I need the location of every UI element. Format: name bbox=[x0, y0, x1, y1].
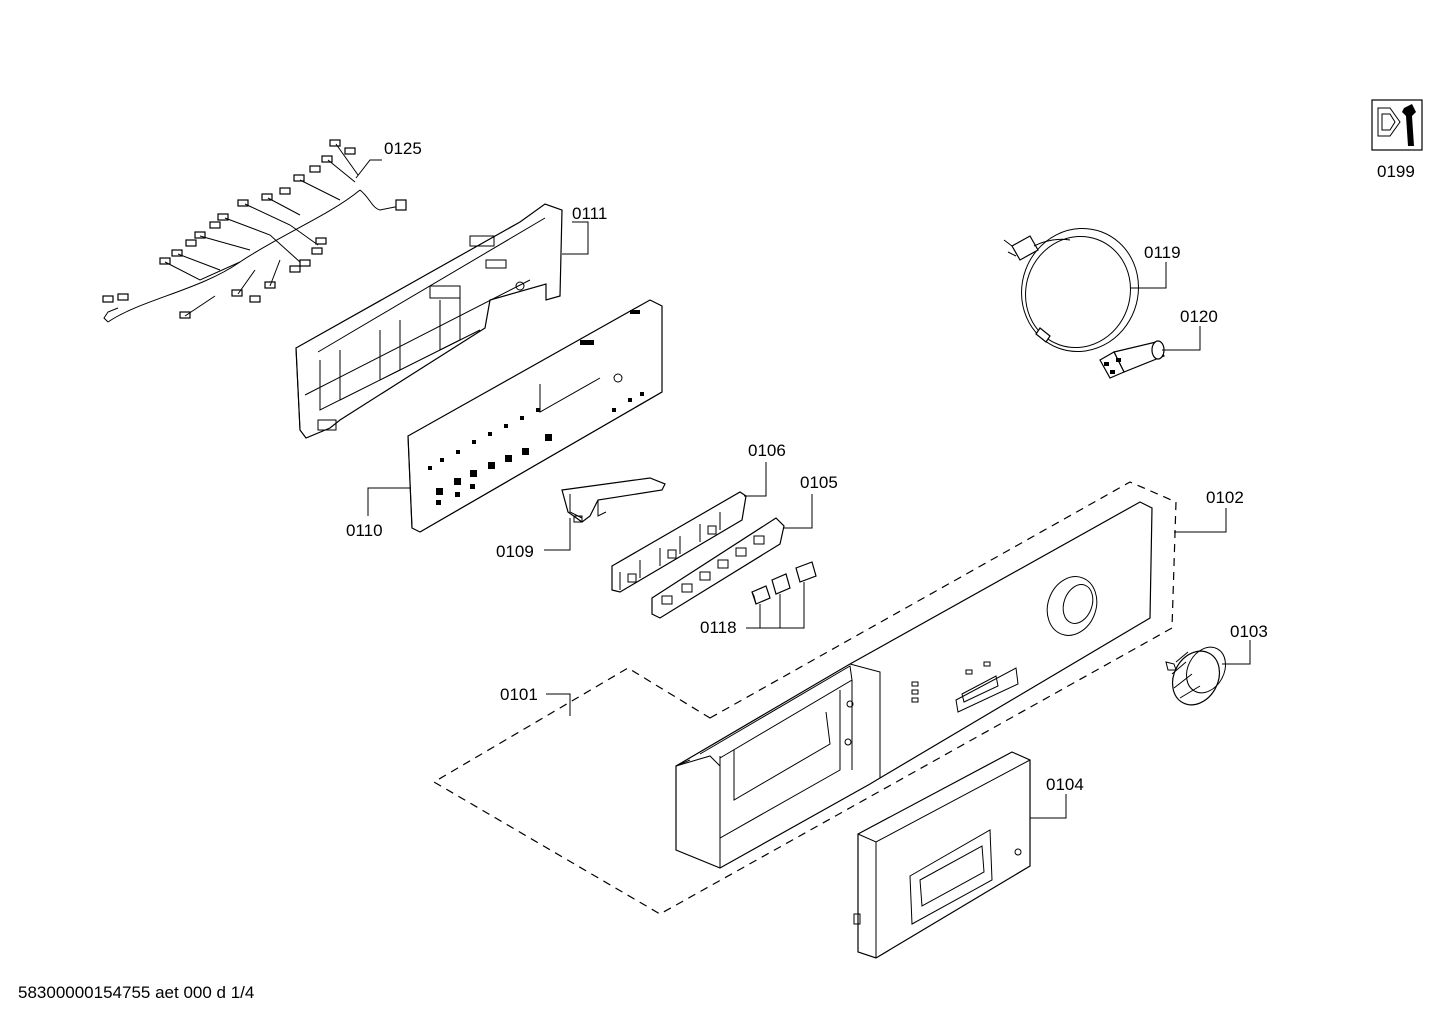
label-0101: 0101 bbox=[500, 685, 538, 704]
assembly-outline-dashed bbox=[432, 481, 1177, 915]
part-0119-power-cord[interactable] bbox=[1003, 212, 1156, 368]
part-0120-interference-filter[interactable] bbox=[1099, 340, 1165, 379]
label-0105: 0105 bbox=[800, 473, 838, 492]
part-0111-module-housing[interactable] bbox=[295, 203, 563, 439]
label-0118: 0118 bbox=[700, 618, 737, 637]
part-0125-wire-harness[interactable] bbox=[102, 139, 407, 323]
part-0109-bracket[interactable] bbox=[561, 477, 666, 523]
part-0106-button-carrier[interactable] bbox=[611, 491, 747, 593]
label-0109: 0109 bbox=[496, 542, 534, 561]
part-0199-tool-icon[interactable] bbox=[1371, 99, 1423, 151]
part-0101-seal-cord[interactable] bbox=[505, 692, 666, 794]
label-0102: 0102 bbox=[1206, 488, 1244, 507]
document-code: 58300000154755 aet 000 d 1/4 bbox=[18, 983, 254, 1002]
part-0118-push-buttons[interactable] bbox=[751, 561, 817, 605]
part-0104-drawer-front[interactable] bbox=[853, 751, 1031, 959]
part-0102-control-fascia[interactable] bbox=[675, 501, 1153, 869]
part-0110-control-pcb[interactable] bbox=[407, 299, 663, 533]
label-0125: 0125 bbox=[384, 139, 422, 158]
part-0103-knob[interactable] bbox=[1163, 640, 1233, 713]
label-0110: 0110 bbox=[346, 521, 383, 540]
label-0104: 0104 bbox=[1046, 775, 1084, 794]
label-0103: 0103 bbox=[1230, 622, 1268, 641]
label-0199: 0199 bbox=[1377, 162, 1415, 181]
label-0119: 0119 bbox=[1144, 243, 1181, 262]
label-0120: 0120 bbox=[1180, 307, 1218, 326]
label-0106: 0106 bbox=[748, 441, 786, 460]
part-0105-light-guide[interactable] bbox=[651, 517, 785, 619]
label-0111: 0111 bbox=[572, 204, 607, 223]
